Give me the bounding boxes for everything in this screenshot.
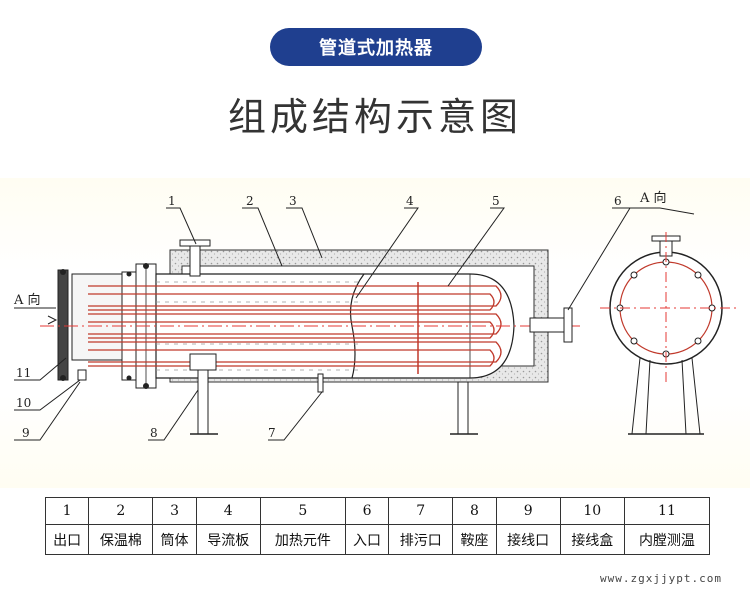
header-badge: 管道式加热器 (270, 28, 482, 66)
legend-number: 7 (388, 497, 454, 525)
view-label-left: A 向 (13, 292, 41, 308)
leader-lines (14, 207, 695, 441)
callout-8: 8 (150, 426, 158, 440)
legend-name: 鞍座 (452, 524, 497, 555)
callout-10: 10 (16, 396, 31, 410)
element-dashes (156, 281, 360, 371)
callout-5: 5 (492, 194, 500, 208)
callout-7: 7 (268, 426, 276, 440)
legend-name: 接线口 (495, 524, 561, 555)
legend-name: 内膛测温 (623, 524, 711, 555)
callout-6: 6 (614, 194, 622, 208)
callout-1: 1 (168, 194, 176, 208)
outlet-pipe (179, 239, 211, 277)
legend-number: 11 (623, 497, 711, 525)
view-arrow-left (47, 315, 58, 325)
legend-number: 4 (195, 497, 261, 525)
legend-table: 1 2 3 4 5 6 7 8 9 10 11 出口 保温棉 筒体 导流板 加热… (44, 497, 711, 555)
legend-name-row: 出口 保温棉 筒体 导流板 加热元件 入口 排污口 鞍座 接线口 接线盒 内膛测… (44, 524, 711, 555)
page-title: 组成结构示意图 (227, 95, 522, 139)
callout-3: 3 (289, 194, 297, 208)
legend-name: 加热元件 (259, 524, 346, 555)
heating-elements (88, 285, 502, 367)
callout-2: 2 (246, 194, 254, 208)
legend-name: 导流板 (195, 524, 261, 555)
view-label-right: A 向 (639, 190, 667, 206)
end-view (600, 232, 738, 435)
callout-9: 9 (22, 426, 30, 440)
legend-name: 出口 (44, 524, 90, 555)
legend-number: 10 (559, 497, 625, 525)
callout-4: 4 (406, 194, 414, 208)
legend-name: 接线盒 (559, 524, 625, 555)
heater-diagram: 1 2 3 4 5 6 7 8 9 10 11 A 向 A 向 (13, 190, 738, 441)
callout-11: 11 (16, 366, 31, 380)
legend-number-row: 1 2 3 4 5 6 7 8 9 10 11 (44, 497, 711, 525)
inlet-pipe (529, 307, 573, 343)
legend-number: 2 (88, 497, 154, 525)
drain-port (317, 373, 324, 393)
legend-name: 筒体 (152, 524, 197, 555)
legend-name: 入口 (344, 524, 390, 555)
legend-number: 8 (452, 497, 497, 525)
legend-number: 6 (344, 497, 390, 525)
junction-box (57, 269, 123, 381)
legend-number: 3 (152, 497, 197, 525)
legend-number: 1 (44, 497, 90, 525)
legend-number: 9 (495, 497, 561, 525)
legend-name: 排污口 (388, 524, 454, 555)
saddle-supports (189, 353, 478, 435)
legend-number: 5 (259, 497, 346, 525)
legend-name: 保温棉 (88, 524, 154, 555)
website-watermark: www.zgxjjypt.com (600, 572, 722, 585)
